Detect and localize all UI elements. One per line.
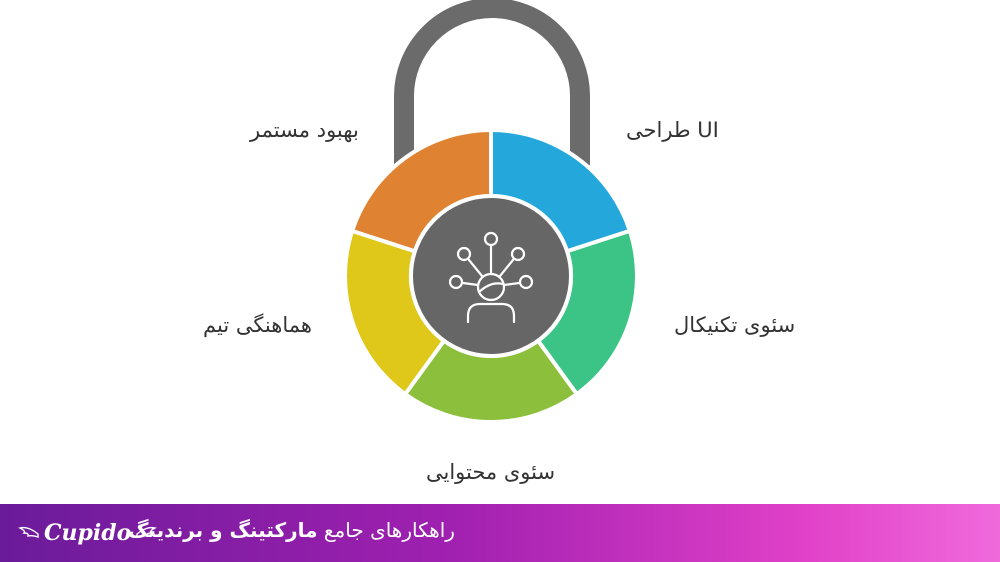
brand-logo: Cupido: [18, 514, 158, 552]
lock-shackle: [394, 0, 590, 165]
label-content-seo: سئوی محتوایی: [426, 460, 556, 484]
banner-title-prefix: راهکارهای جامع: [323, 518, 455, 542]
label-ui-design: UI طراحی: [626, 118, 719, 142]
brand-name: Cupido: [44, 520, 132, 546]
lock-diagram: [343, 0, 639, 424]
label-technical-seo: سئوی تکنیکال: [674, 313, 796, 337]
center-hub: [409, 194, 573, 358]
footer-banner: Cupido راهکارهای جامع مارکتینگ و برندینگ: [0, 504, 1000, 562]
user-network-icon: [448, 231, 534, 324]
banner-title-bold: مارکتینگ و برندینگ: [128, 518, 318, 542]
label-continuous-improvement: بهبود مستمر: [250, 118, 359, 142]
right-wing-icon: [136, 526, 158, 539]
left-wing-icon: [18, 526, 39, 539]
label-team-coordination: هماهنگی تیم: [203, 313, 312, 337]
banner-title: راهکارهای جامع مارکتینگ و برندینگ: [128, 518, 455, 542]
